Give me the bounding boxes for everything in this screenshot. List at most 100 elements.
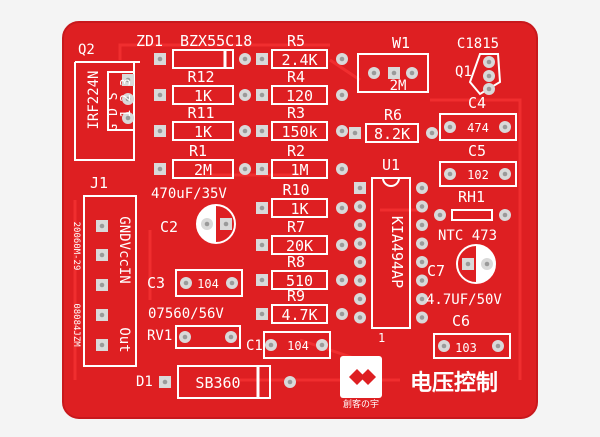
j1-date-code: 20060M-29 bbox=[71, 222, 81, 271]
pad-hole bbox=[99, 342, 105, 348]
pad-hole bbox=[157, 92, 163, 98]
pad-hole bbox=[339, 128, 345, 134]
pad-hole bbox=[357, 296, 363, 302]
label-c2: C2 bbox=[160, 218, 178, 236]
label-q1_part: C1815 bbox=[457, 36, 499, 52]
pad-hole bbox=[465, 261, 471, 267]
label-w1: W1 bbox=[392, 34, 410, 52]
pad-hole bbox=[357, 315, 363, 320]
resistor-body-r4 bbox=[271, 85, 328, 105]
label-d1_value: SB360 bbox=[195, 374, 240, 392]
label-q1: Q1 bbox=[455, 64, 472, 80]
pad-hole bbox=[259, 92, 265, 98]
q2-part-label: IRF224N bbox=[86, 70, 102, 129]
value-r10: 1K bbox=[290, 200, 308, 218]
label-ntc: NTC 473 bbox=[438, 228, 497, 244]
w1-outline bbox=[357, 53, 429, 93]
pad-hole bbox=[429, 130, 435, 136]
rv1-value: 07560/56V bbox=[148, 306, 224, 322]
resistor-body-r3 bbox=[271, 121, 328, 141]
label-rh1: RH1 bbox=[458, 188, 485, 206]
pad-hole bbox=[204, 221, 210, 227]
pad-hole bbox=[339, 242, 345, 248]
trace bbox=[329, 58, 361, 82]
d1-outline bbox=[177, 365, 271, 399]
label-j1: J1 bbox=[90, 174, 108, 192]
value-r7: 20K bbox=[286, 237, 313, 255]
maker-logo-mark bbox=[349, 369, 376, 385]
ref-r1: R1 bbox=[189, 142, 207, 160]
pad-hole bbox=[357, 278, 363, 283]
pad-hole bbox=[99, 282, 105, 288]
pad-hole bbox=[125, 115, 131, 121]
value-r5: 2.4K bbox=[281, 51, 317, 69]
pad-hole bbox=[409, 70, 415, 76]
pad-hole bbox=[357, 185, 363, 191]
pad-hole bbox=[357, 259, 363, 265]
j1-out-label: Out bbox=[116, 327, 132, 352]
u1-part-label: KIA494AP bbox=[388, 216, 406, 288]
value-r8: 510 bbox=[286, 272, 313, 290]
pad-hole bbox=[419, 296, 425, 302]
c3-outline bbox=[175, 269, 243, 297]
resistor-body-r7 bbox=[271, 235, 328, 255]
pad-hole bbox=[223, 221, 229, 227]
pad-hole bbox=[391, 70, 397, 76]
label-rv1: RV1 bbox=[147, 328, 172, 344]
j1-outline bbox=[83, 195, 137, 367]
label-c6: C6 bbox=[452, 312, 470, 330]
pad-hole bbox=[259, 128, 265, 134]
c4-outline bbox=[439, 113, 517, 141]
q2-pin-frame bbox=[107, 71, 135, 131]
pad-hole bbox=[419, 222, 425, 228]
ref-r7: R7 bbox=[287, 218, 305, 236]
label-c5_value: 102 bbox=[467, 168, 489, 182]
pad-hole bbox=[339, 205, 345, 211]
c2-value: 470uF/35V bbox=[151, 186, 227, 202]
value-r11: 1K bbox=[194, 123, 212, 141]
ref-r8: R8 bbox=[287, 253, 305, 271]
pad-hole bbox=[242, 56, 248, 62]
pad-hole bbox=[99, 252, 105, 258]
value-r3: 150k bbox=[281, 123, 317, 141]
resistor-body-r12 bbox=[172, 85, 234, 105]
pad-hole bbox=[357, 204, 363, 209]
value-r9: 4.7K bbox=[281, 306, 317, 324]
u1-outline bbox=[371, 177, 411, 329]
pad-hole bbox=[502, 124, 508, 130]
pad-hole bbox=[339, 56, 345, 62]
pad-hole bbox=[419, 315, 425, 320]
ref-r12: R12 bbox=[187, 68, 214, 86]
pad-hole bbox=[486, 86, 492, 92]
pad-hole bbox=[259, 311, 265, 317]
c6-outline bbox=[433, 333, 511, 359]
pad-hole bbox=[486, 73, 492, 79]
pad-hole bbox=[157, 56, 163, 62]
j1-pin-labels: GNDVccIN bbox=[116, 216, 132, 283]
resistor-body-r6 bbox=[365, 123, 419, 143]
label-c4_value: 474 bbox=[467, 121, 489, 135]
maker-logo-text: 創客の宇 bbox=[343, 398, 379, 410]
ref-zd1: ZD1 bbox=[136, 32, 163, 50]
pad-hole bbox=[357, 222, 363, 228]
resistor-body-r5 bbox=[271, 49, 328, 69]
pad-hole bbox=[419, 278, 425, 283]
pad-hole bbox=[242, 166, 248, 172]
q2-pin-numbers: 1 2 3 bbox=[119, 78, 134, 117]
pad-hole bbox=[319, 342, 325, 348]
pad-hole bbox=[339, 311, 345, 317]
value-zd1: BZX55C18 bbox=[180, 32, 252, 50]
pad-hole bbox=[495, 343, 501, 349]
resistor-body-r8 bbox=[271, 270, 328, 290]
pad-hole bbox=[99, 223, 105, 229]
pad-hole bbox=[371, 70, 377, 76]
pad-hole bbox=[419, 259, 425, 265]
pad-hole bbox=[229, 280, 235, 286]
value-r4: 120 bbox=[286, 87, 313, 105]
label-c3: C3 bbox=[147, 274, 165, 292]
zd1-body bbox=[172, 49, 234, 69]
label-c6_value: 103 bbox=[455, 341, 477, 355]
resistor-body-r11 bbox=[172, 121, 234, 141]
j1-batch-code: 08084JZM bbox=[71, 303, 81, 347]
ref-r2: R2 bbox=[287, 142, 305, 160]
